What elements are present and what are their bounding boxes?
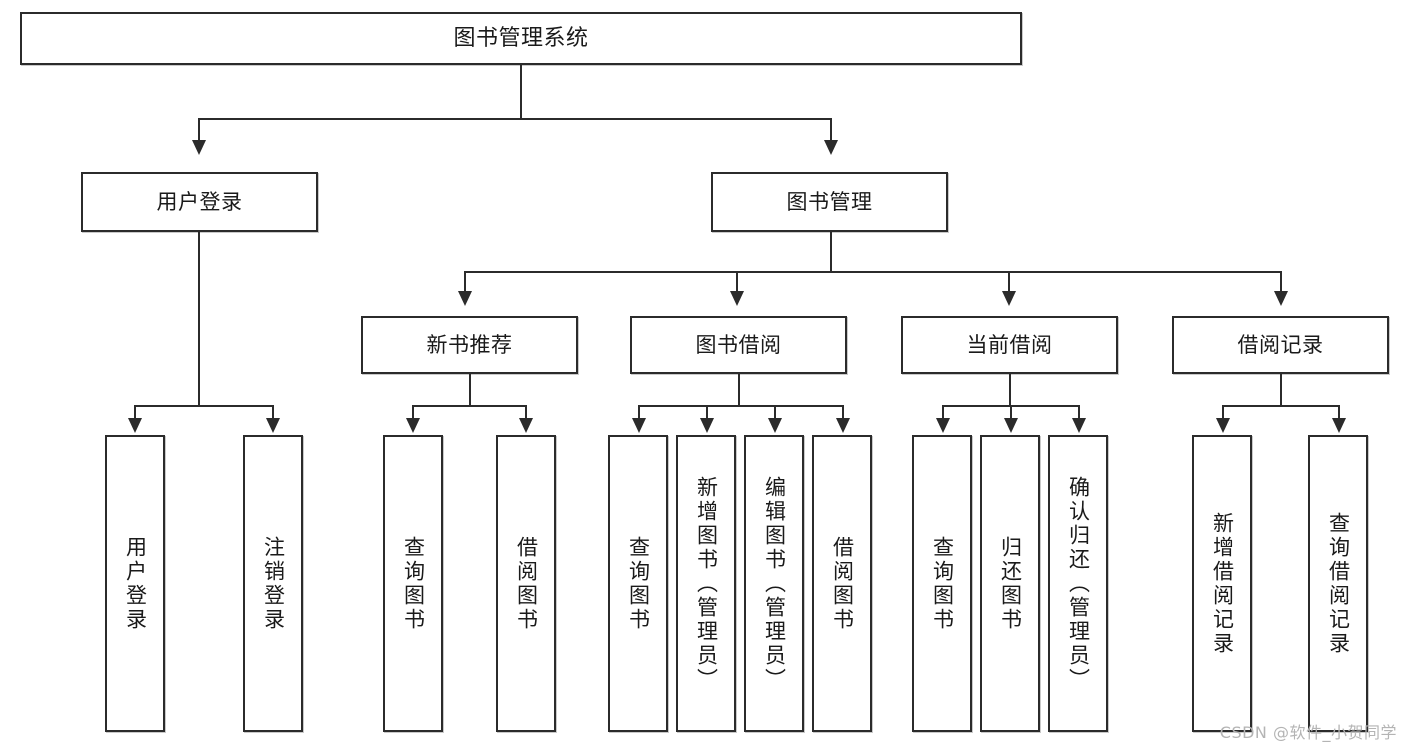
leaf-bookborrow-query-book[interactable]: 查询图书 xyxy=(608,435,668,732)
connector-currentborrow-drop-2 xyxy=(1010,405,1012,423)
connector-borrowrecord-drop-1 xyxy=(1222,405,1224,423)
leaf-bookborrow-borrow-book-label: 借阅图书 xyxy=(830,535,855,632)
connector-newbook-bus xyxy=(412,405,526,407)
leaf-currentborrow-query-book-label: 查询图书 xyxy=(930,535,955,632)
node-borrow-record-label: 借阅记录 xyxy=(1237,332,1324,357)
arrow-currentborrow-leaf-1 xyxy=(936,418,950,433)
connector-bookborrow-stem xyxy=(738,374,740,406)
leaf-newbook-borrow-book[interactable]: 借阅图书 xyxy=(496,435,556,732)
leaf-logout[interactable]: 注销登录 xyxy=(243,435,303,732)
connector-currentborrow-stem xyxy=(1009,374,1011,406)
connector-bookborrow-drop-2 xyxy=(706,405,708,423)
connector-bookmanage-drop-2 xyxy=(736,271,738,297)
connector-bookmanage-drop-4 xyxy=(1280,271,1282,297)
arrow-to-borrow-record xyxy=(1274,291,1288,306)
connector-newbook-drop-2 xyxy=(525,405,527,423)
connector-userlogin-stem xyxy=(198,232,200,405)
arrow-borrowrecord-leaf-1 xyxy=(1216,418,1230,433)
arrow-currentborrow-leaf-2 xyxy=(1004,418,1018,433)
connector-root-bus xyxy=(198,118,832,120)
connector-bookborrow-drop-1 xyxy=(638,405,640,423)
arrow-currentborrow-leaf-3 xyxy=(1072,418,1086,433)
node-user-login-label: 用户登录 xyxy=(156,189,243,214)
arrow-bookborrow-leaf-1 xyxy=(632,418,646,433)
connector-currentborrow-drop-1 xyxy=(942,405,944,423)
node-user-login[interactable]: 用户登录 xyxy=(81,172,318,232)
node-borrow-record[interactable]: 借阅记录 xyxy=(1172,316,1389,374)
connector-currentborrow-drop-3 xyxy=(1078,405,1080,423)
leaf-user-login[interactable]: 用户登录 xyxy=(105,435,165,732)
arrow-to-leaf-logout xyxy=(266,418,280,433)
arrow-bookborrow-leaf-3 xyxy=(768,418,782,433)
connector-bookborrow-drop-3 xyxy=(774,405,776,423)
leaf-user-login-label: 用户登录 xyxy=(123,535,148,632)
connector-root-stem xyxy=(520,65,522,118)
connector-borrowrecord-stem xyxy=(1280,374,1282,406)
leaf-bookborrow-borrow-book[interactable]: 借阅图书 xyxy=(812,435,872,732)
arrow-bookborrow-leaf-2 xyxy=(700,418,714,433)
leaf-bookborrow-query-book-label: 查询图书 xyxy=(626,535,651,632)
connector-bookmanage-drop-1 xyxy=(464,271,466,297)
connector-bookmanage-drop-3 xyxy=(1008,271,1010,297)
node-current-borrow[interactable]: 当前借阅 xyxy=(901,316,1118,374)
node-book-manage[interactable]: 图书管理 xyxy=(711,172,948,232)
leaf-currentborrow-return-book-label: 归还图书 xyxy=(998,535,1023,632)
arrow-newbook-leaf-2 xyxy=(519,418,533,433)
leaf-newbook-query-book-label: 查询图书 xyxy=(401,535,426,632)
leaf-bookborrow-edit-book[interactable]: 编辑图书（管理员） xyxy=(744,435,804,732)
arrow-to-leaf-user-login xyxy=(128,418,142,433)
node-root[interactable]: 图书管理系统 xyxy=(20,12,1022,65)
leaf-borrowrecord-query-record[interactable]: 查询借阅记录 xyxy=(1308,435,1368,732)
connector-bookmanage-stem xyxy=(830,232,832,272)
connector-borrowrecord-drop-2 xyxy=(1338,405,1340,423)
arrow-to-book-borrow xyxy=(730,291,744,306)
connector-root-drop-1 xyxy=(198,118,200,146)
leaf-bookborrow-add-book-label: 新增图书（管理员） xyxy=(694,475,719,692)
connector-root-drop-2 xyxy=(830,118,832,146)
node-new-book[interactable]: 新书推荐 xyxy=(361,316,578,374)
node-root-label: 图书管理系统 xyxy=(453,25,589,51)
leaf-newbook-borrow-book-label: 借阅图书 xyxy=(514,535,539,632)
node-new-book-label: 新书推荐 xyxy=(426,332,513,357)
leaf-logout-label: 注销登录 xyxy=(261,535,286,632)
leaf-borrowrecord-query-record-label: 查询借阅记录 xyxy=(1326,511,1351,656)
arrow-borrowrecord-leaf-2 xyxy=(1332,418,1346,433)
leaf-borrowrecord-add-record[interactable]: 新增借阅记录 xyxy=(1192,435,1252,732)
connector-bookmanage-bus xyxy=(464,271,1280,273)
connector-newbook-drop-1 xyxy=(412,405,414,423)
leaf-bookborrow-edit-book-label: 编辑图书（管理员） xyxy=(762,475,787,692)
arrow-to-new-book xyxy=(458,291,472,306)
arrow-bookborrow-leaf-4 xyxy=(836,418,850,433)
arrow-to-book-manage xyxy=(824,140,838,155)
arrow-to-current-borrow xyxy=(1002,291,1016,306)
node-current-borrow-label: 当前借阅 xyxy=(966,332,1053,357)
leaf-currentborrow-confirm-return-label: 确认归还（管理员） xyxy=(1066,475,1091,692)
connector-bookborrow-bus xyxy=(638,405,843,407)
arrow-newbook-leaf-1 xyxy=(406,418,420,433)
connector-userlogin-drop-1 xyxy=(134,405,136,423)
connector-newbook-stem xyxy=(469,374,471,406)
connector-borrowrecord-bus xyxy=(1222,405,1339,407)
node-book-manage-label: 图书管理 xyxy=(786,189,873,214)
leaf-newbook-query-book[interactable]: 查询图书 xyxy=(383,435,443,732)
connector-bookborrow-drop-4 xyxy=(842,405,844,423)
leaf-bookborrow-add-book[interactable]: 新增图书（管理员） xyxy=(676,435,736,732)
leaf-currentborrow-confirm-return[interactable]: 确认归还（管理员） xyxy=(1048,435,1108,732)
node-book-borrow[interactable]: 图书借阅 xyxy=(630,316,847,374)
leaf-currentborrow-return-book[interactable]: 归还图书 xyxy=(980,435,1040,732)
leaf-currentborrow-query-book[interactable]: 查询图书 xyxy=(912,435,972,732)
connector-userlogin-drop-2 xyxy=(272,405,274,423)
connector-userlogin-bus xyxy=(134,405,272,407)
node-book-borrow-label: 图书借阅 xyxy=(695,332,782,357)
leaf-borrowrecord-add-record-label: 新增借阅记录 xyxy=(1210,511,1235,656)
arrow-to-user-login xyxy=(192,140,206,155)
